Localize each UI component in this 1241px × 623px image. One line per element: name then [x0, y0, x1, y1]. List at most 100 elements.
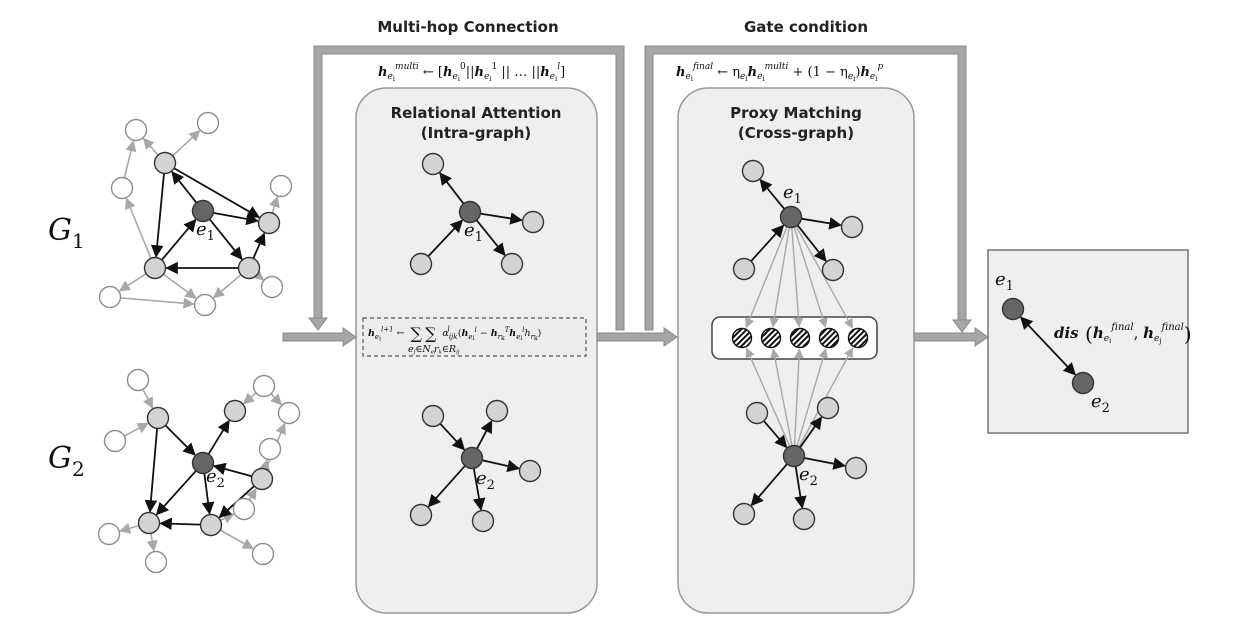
edge-raB-raB4: [427, 465, 466, 508]
neighbor-node-pmT2: [840, 215, 864, 239]
entity-node-pmB: [782, 444, 806, 468]
edge-raT3-raT: [427, 219, 463, 257]
edge-raT-raT2: [480, 212, 523, 225]
neighbor-node-g2c: [250, 467, 274, 491]
neighbor-node-pmT4: [821, 258, 845, 282]
neighbor-node-g1a: [153, 151, 177, 175]
gate-formula: heifinal ← ηeiheimulti + (1 − ηei)heip: [676, 62, 884, 83]
input-flow-arrow: [282, 327, 357, 347]
neighbor-node-pmB5: [792, 507, 816, 531]
graph-g1-index: 1: [72, 229, 85, 253]
neighbor-node-g2w2: [223, 399, 247, 423]
neighbor-node-g2e: [137, 511, 161, 535]
edge-raB-raB5: [472, 468, 486, 511]
hatched-circle-icon: [760, 327, 782, 349]
middle-flow-arrow: [596, 327, 678, 347]
neighbor-node-g1w2: [196, 111, 220, 135]
relational-attention-subtitle: (Intra-graph): [421, 124, 532, 142]
edge-pmB-pmB3: [804, 457, 846, 470]
neighbor-node-pmT3: [732, 257, 756, 281]
entity-node-o2: [1071, 371, 1095, 395]
edge-g1w5-g1w6: [120, 297, 195, 309]
edge-g1e-g1b: [161, 218, 197, 261]
edge-g1w3-g1w1: [123, 140, 137, 178]
dark-edge-layer: [144, 167, 1076, 531]
edge-g1e-g1w6: [162, 273, 197, 299]
proxy-link-top-2: [769, 227, 790, 328]
multi-hop-title: Multi-hop Connection: [377, 18, 558, 36]
proxy-link-top-4: [793, 226, 828, 328]
neighbor-node-g1w5: [98, 285, 122, 309]
edge-g2w3-g2w4: [270, 393, 282, 406]
edge-pmB-pmB4: [750, 463, 788, 507]
g1-e1-label: e1: [196, 219, 215, 244]
multi-hop-loop-arrowhead: [308, 317, 328, 331]
edge-g1e-g1w3: [125, 197, 152, 259]
neighbor-node-g2w5: [258, 437, 282, 461]
entity-node-g2b: [191, 451, 215, 475]
g2-e2-label: e2: [206, 466, 225, 491]
output-e1-label: e1: [995, 269, 1014, 294]
edge-raB1-raB: [439, 423, 466, 451]
neighbor-node-raB2: [485, 399, 509, 423]
edge-pmB-pmB5: [794, 466, 807, 509]
entity-node-g1b: [191, 199, 215, 223]
edge-g2c-g2w5: [259, 459, 270, 472]
neighbor-node-g1w1: [124, 118, 148, 142]
neighbor-node-raT4: [500, 252, 524, 276]
hatched-circle-icon: [847, 327, 869, 349]
neighbor-node-g2w3: [252, 374, 276, 398]
neighbor-node-raB3: [518, 459, 542, 483]
gate-loop-connector: [644, 45, 967, 331]
neighbor-node-raB1: [421, 404, 445, 428]
hatched-circle-icon: [731, 327, 753, 349]
attention-formula-box: [362, 317, 587, 357]
entity-node-pmT: [779, 205, 803, 229]
edge-g2w6-g2a: [123, 422, 149, 437]
neighbor-node-g1w7: [260, 275, 284, 299]
edge-raB-raB3: [482, 459, 521, 473]
edge-g2b-g2w2: [207, 419, 230, 455]
edge-g1e-g1w5: [118, 273, 147, 292]
edge-g2e-g2w10: [146, 533, 158, 552]
edge-g1d-g1w6: [212, 274, 242, 299]
neighbor-node-g2w7: [97, 522, 121, 546]
proxy-link-bottom-1: [745, 347, 791, 447]
neighbor-node-g1w4: [269, 174, 293, 198]
edge-pmT3-pmT: [750, 224, 785, 262]
edge-g1d-g1c: [252, 232, 266, 259]
edge-g1b-g1d: [208, 218, 243, 261]
neighbor-node-pmB1: [745, 401, 769, 425]
neighbor-node-g2w6: [103, 429, 127, 453]
edge-g2b-g2d: [201, 473, 215, 515]
edge-raB-raB2: [476, 420, 493, 450]
neighbor-node-raB4: [409, 503, 433, 527]
proxy-link-bottom-2: [770, 348, 793, 446]
output-e2-label: e2: [1091, 391, 1110, 416]
edge-g1d-g1w7: [251, 268, 264, 281]
entity-node-raB: [460, 446, 484, 470]
neighbor-node-raB5: [471, 509, 495, 533]
neighbor-node-pmB4: [732, 502, 756, 526]
edge-g2c-g2b: [212, 462, 253, 478]
relational-attention-title: Relational Attention: [391, 104, 562, 122]
multi-hop-formula: heimulti ← [hei0||hei1 || … ||heil]: [378, 62, 565, 83]
neighbor-node-pmB3: [844, 456, 868, 480]
node-layer: [97, 111, 1095, 574]
edge-g1c-g1w4: [269, 195, 280, 214]
graph-g1-label: G1: [48, 213, 85, 253]
neighbor-node-g1d: [237, 256, 261, 280]
neighbor-node-raT2: [521, 210, 545, 234]
neighbor-node-g2w9: [251, 542, 275, 566]
edge-g1a-g1w2: [172, 130, 201, 157]
proxy-matching-subtitle: (Cross-graph): [738, 124, 854, 142]
neighbor-node-g2w4: [277, 401, 301, 425]
neighbor-node-g1w6: [193, 293, 217, 317]
hatched-circle-icon: [818, 327, 840, 349]
neighbor-node-g1w3: [110, 176, 134, 200]
edge-pmT-pmT1: [759, 178, 786, 210]
attention-formula: heil+1 ←∑∑αijkl(heil − hrkTheilhrk): [368, 324, 541, 343]
edge-g1a-g1e: [150, 173, 165, 258]
neighbor-node-g2a: [146, 406, 170, 430]
edge-g1a-g1c: [173, 167, 261, 219]
